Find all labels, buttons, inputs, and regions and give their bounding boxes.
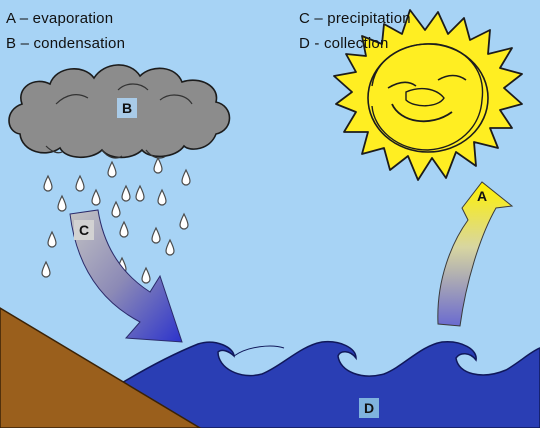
raindrop — [179, 212, 189, 230]
ground-slope — [0, 307, 202, 428]
label-precipitation: C — [74, 220, 94, 240]
sun-icon — [333, 9, 523, 181]
raindrop — [41, 260, 51, 278]
raindrop — [111, 200, 121, 218]
raindrop — [121, 184, 131, 202]
precipitation-arrow — [69, 209, 183, 343]
raindrop — [181, 168, 191, 186]
raindrop — [91, 188, 101, 206]
raindrop — [151, 226, 161, 244]
raindrop — [107, 160, 117, 178]
raindrop — [43, 174, 53, 192]
raindrop — [141, 266, 151, 284]
wave-crest-line — [233, 345, 285, 357]
label-evaporation: A — [476, 188, 488, 204]
legend-collection: D - collection — [299, 35, 389, 52]
evaporation-arrow — [437, 181, 514, 327]
raindrop — [75, 174, 85, 192]
raindrop — [157, 188, 167, 206]
raindrop — [153, 156, 163, 174]
raindrop — [57, 194, 67, 212]
legend-precipitation: C – precipitation — [299, 10, 411, 27]
legend-evaporation: A – evaporation — [6, 10, 114, 27]
water-body — [119, 340, 540, 428]
raindrop — [119, 220, 129, 238]
raindrop — [47, 230, 57, 248]
raindrop — [135, 184, 145, 202]
label-collection: D — [359, 398, 379, 418]
legend-condensation: B – condensation — [6, 35, 126, 52]
label-condensation: B — [117, 98, 137, 118]
raindrop — [165, 238, 175, 256]
